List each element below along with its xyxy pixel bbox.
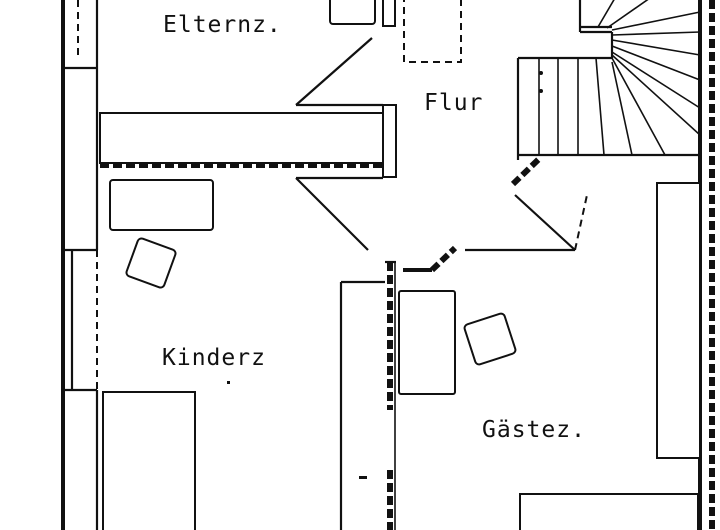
furniture-elternzimmer	[329, 0, 462, 63]
door-kinderzimmer	[295, 176, 383, 251]
door-elternzimmer	[295, 37, 383, 107]
room-label-elternzimmer: Elternz.	[163, 12, 282, 38]
door-gaestezimmer	[403, 194, 588, 273]
room-label-flur: Flur	[424, 90, 483, 116]
staircase	[510, 0, 701, 187]
interior-wall-middle	[227, 260, 396, 530]
right-exterior-wall	[698, 0, 715, 530]
interior-wall-upper	[99, 104, 397, 178]
room-label-gaestezimmer: Gästez.	[482, 417, 586, 443]
left-exterior-wall	[61, 0, 99, 530]
room-label-kinderzimmer: Kinderz	[162, 345, 266, 371]
furniture-kinderzimmer	[102, 179, 214, 530]
furniture-gaestezimmer	[398, 182, 701, 530]
